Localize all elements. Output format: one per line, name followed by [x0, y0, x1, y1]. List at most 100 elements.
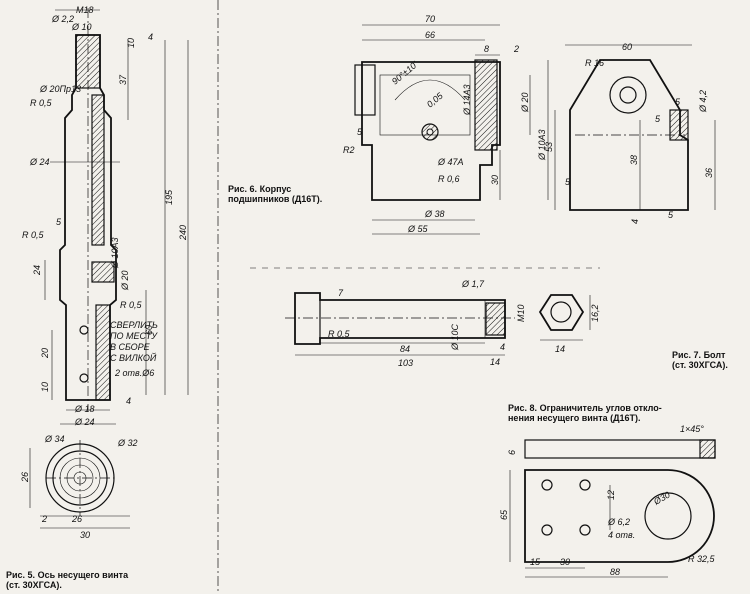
fig7-fin7: 7 [338, 288, 344, 298]
fig5-caption: Рис. 5. Ось несущего винта(ст. 30ХГСА). [6, 570, 128, 590]
fig7-hex-head [538, 294, 585, 331]
fig5-caption-material: (ст. 30ХГСА). [6, 580, 62, 590]
fig7-labels: 7 Ø 1,7 M10 Ø 10C R 0,5 84 4 14 103 16,2… [328, 279, 600, 368]
fig5-dim20: 20 [40, 348, 50, 359]
fig6-caption-text: Корпус [259, 184, 292, 194]
fork-fin5a: 5 [675, 97, 681, 107]
fig6-dim30: 30 [490, 175, 500, 185]
fig8-dim6: 6 [507, 450, 517, 455]
fig8-d30: Ø30 [651, 490, 672, 508]
fig6-d55: Ø 55 [407, 224, 429, 234]
fig5-m18: M18 [76, 5, 94, 15]
fig6-d05: 0,05 [425, 90, 446, 110]
fig5-dim2: 2 [41, 514, 47, 524]
fig6-wall-section [474, 59, 498, 151]
fig5-d24: Ø 24 [29, 157, 50, 167]
fig7-m10: M10 [516, 304, 526, 322]
fig8-plan-view [524, 469, 715, 563]
fig6-r06: R 0,6 [438, 174, 460, 184]
fig7-caption: Рис. 7. Болт(ст. 30ХГСА). [672, 350, 728, 370]
fig5-shaft [44, 8, 189, 425]
fig5-dim240: 240 [178, 225, 188, 241]
fig5-fin4: 4 [148, 32, 153, 42]
fork-fin5d: 5 [668, 210, 674, 220]
fig8-caption: Рис. 8. Ограничитель углов откло-нения н… [508, 403, 662, 423]
fig6-d14: Ø 14A3 [462, 84, 472, 116]
fig8-large-hole [644, 492, 692, 540]
fig5-d22: Ø 2,2 [51, 14, 74, 24]
fig8-limiter [509, 439, 716, 578]
fig5-d34: Ø 34 [44, 434, 65, 444]
fig7-caption-material: (ст. 30ХГСА). [672, 360, 728, 370]
fig8-holes: 4 отв. [608, 530, 635, 540]
fork-d42: Ø 4,2 [698, 90, 708, 113]
fig5-d24b: Ø 24 [74, 417, 95, 427]
fig6-d20: Ø 20 [520, 92, 530, 113]
fig7-d10c: Ø 10C [450, 323, 460, 351]
fig5-note3: В СБОРЕ [110, 342, 151, 352]
fig7-dim103: 103 [398, 358, 413, 368]
fig5-hole-1 [79, 325, 89, 335]
fork-dim60: 60 [622, 42, 632, 52]
fork-dim53: 53 [544, 142, 554, 152]
fig5-fin4b: 4 [126, 396, 131, 406]
fig5-d104: Ø 10A3 [110, 237, 120, 269]
fig5-dim37: 37 [118, 74, 128, 85]
fig7-dim14: 14 [490, 357, 500, 367]
fork-dim4: 4 [630, 219, 640, 224]
fig5-dim26: 26 [20, 472, 30, 483]
fig6-d47: Ø 47A [437, 157, 464, 167]
fig5-d20b: Ø 20 [120, 270, 130, 291]
fig5-thread-section [75, 34, 101, 89]
fig6-labels: 70 66 8 2 90°±10' 0,05 Ø 14A3 Ø 20 Ø 10A… [343, 14, 547, 234]
fig6-d38: Ø 38 [424, 209, 445, 219]
fig5-r05c: R 0,5 [120, 300, 143, 310]
fig5-labels: Ø 2,2 M18 Ø 10 Ø 20Пр13 R 0,5 Ø 24 R 0,5… [20, 5, 188, 540]
fig5-caption-text: Ось несущего винта [37, 570, 129, 580]
fig5-dim60: 60 [144, 325, 154, 335]
fig5-caption-prefix: Рис. 5. [6, 570, 36, 580]
fig8-dim15: 15 [530, 557, 541, 567]
fig6-d104: Ø 10A3 [537, 129, 547, 161]
fig5-d32: Ø 32 [117, 438, 138, 448]
fig6-r2: R2 [343, 145, 355, 155]
fig6-caption-prefix: Рис. 6. [228, 184, 258, 194]
fig-fork [554, 44, 716, 211]
fig5-note2: ПО МЕСТУ [110, 331, 158, 341]
fig8-caption-text2: нения несущего винта (Д16Т). [508, 413, 641, 423]
fork-dim36: 36 [704, 168, 714, 178]
fork-dim38: 38 [629, 155, 639, 165]
fig5-dim24: 24 [32, 265, 42, 276]
fig7-r05: R 0,5 [328, 329, 351, 339]
fig7-bolt [285, 292, 591, 356]
fig6-dim70: 70 [425, 14, 435, 24]
fig7-d17: Ø 1,7 [461, 279, 485, 289]
fig8-chamfer: 1×45° [680, 424, 704, 434]
fig5-d10: Ø 10 [71, 22, 92, 32]
fig6-fin5: 5 [357, 127, 363, 137]
fig6-housing [354, 24, 549, 235]
fig8-side-view [524, 439, 716, 459]
fig6-dim2: 2 [513, 44, 519, 54]
fig5-r05a: R 0,5 [30, 98, 53, 108]
fig7-dim162: 16,2 [590, 304, 600, 322]
fig5-note4: С ВИЛКОЙ [110, 352, 157, 363]
fig5-fin5: 5 [56, 217, 62, 227]
fig5-dim195: 195 [164, 189, 174, 205]
fig5-end-view [29, 440, 130, 529]
fig5-dim10: 10 [126, 38, 136, 48]
fig7-dim84: 84 [400, 344, 410, 354]
fig5-note1: СВЕРЛИТЬ [110, 320, 158, 330]
fig8-r325: R 32,5 [688, 554, 716, 564]
fig5-d18: Ø 18 [74, 404, 95, 414]
fig8-dim65: 65 [499, 509, 509, 520]
fig6-flange [354, 64, 376, 116]
fig5-d20: Ø 20Пр13 [39, 84, 81, 94]
fig6-angle: 90°±10' [390, 59, 420, 86]
fork-fin5b: 5 [655, 114, 661, 124]
fig8-dim88: 88 [610, 567, 620, 577]
fig-fork-labels: 60 R 16 Ø 4,2 5 5 5 5 53 38 36 4 [544, 42, 714, 224]
fig7-caption-prefix: Рис. 7. [672, 350, 702, 360]
